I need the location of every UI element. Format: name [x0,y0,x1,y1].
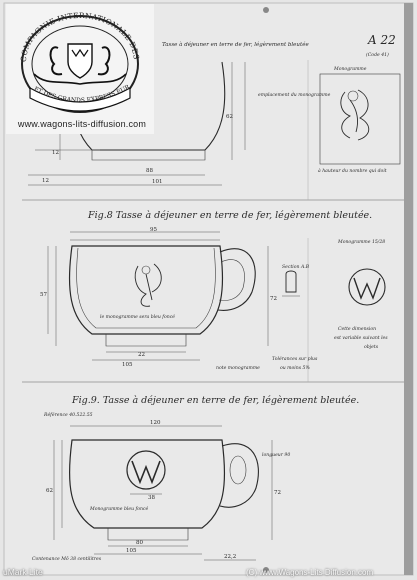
fig7-monogram-label: Monogramme [333,66,367,72]
dim-fig9-handle: 72 [274,490,281,496]
fig7-title: Tasse à déjeuner en terre de fer, légère… [162,41,309,48]
dim-fig9-monogram: 38 [148,495,155,501]
dim-fig7-height: 62 [226,114,233,120]
punch-hole [263,7,269,13]
fig8-note-dim1: Cette dimension [338,326,376,332]
logo-panel: COMPAGNIE INTERNATIONALE DES WAGONS-LITS… [2,0,154,134]
fig8-note-monogram: le monogramme sera bleu foncé [100,313,175,320]
dim-12: 12 [52,150,59,156]
site-label[interactable]: www.wagons-lits-diffusion.com [17,119,147,129]
dim-fig9-height: 62 [46,488,53,494]
dim-fig8-top: 95 [150,227,157,233]
fig9-ref: Référence 40.522.55 [43,411,93,418]
dim-13: 12 [42,178,49,184]
section-ab-profile [282,270,300,297]
dim-fig8-height: 57 [40,292,47,298]
fig8-note-bottom3: ou moins 5% [280,365,310,371]
lion-icon [49,46,111,76]
fig8-title: Fig.8 Tasse à déjeuner en terre de fer, … [87,210,372,221]
fig8-section-label: Section A.B [282,264,310,270]
dim-105: 105 [122,362,133,368]
fig7-note: emplacement du monogramme [258,92,331,98]
ribbon-icon [29,86,131,112]
page-ref: A 22 [367,33,396,47]
fig8-note-bottom2: Tolérances sur plus [272,355,318,362]
laurel-icon [33,73,127,85]
fig9-cup [53,425,273,561]
fig8-note-bottom1: note monogramme [216,365,260,371]
wagons-lits-logo: COMPAGNIE INTERNATIONALE DES WAGONS-LITS… [2,0,141,113]
fig7-monogram [319,73,401,165]
fig8-note-dim2: est variable suivant les [334,335,388,341]
dim-fig7-base: 88 [146,168,153,174]
dim-fig9-base: 80 [136,540,143,546]
fig9-title: Fig.9. Tasse à déjeuner en terre de fer,… [71,395,359,406]
fig7-note2: à hauteur du nombre qui doit [318,167,387,174]
sheet-edge [404,3,413,575]
fig9-note-right: longueur 90 [262,452,290,458]
dim-fig8-handle: 72 [270,296,277,302]
fig8-cup [47,231,269,361]
watermark-left: uMark Lite [3,567,43,577]
fig8-cup-monogram [134,263,162,307]
dim-fig8-base: 22 [138,352,145,358]
watermark-right: (C) www.Wagons-Lits Diffusion.com [246,568,374,577]
fig9-note-contenance: Contenance Mô 38 centilitres [32,555,102,562]
page-sub: (Code 41) [366,51,389,58]
punch-hole [263,567,269,573]
dim-fig9-right: 22,2 [224,554,236,560]
dim-101: 101 [152,179,163,185]
fig8-w-monogram [348,268,386,306]
fig9-w-monogram [126,450,166,495]
fig9-note-monogram: Monogramme bleu foncé [89,505,149,512]
dim-fig9-top: 120 [150,420,161,426]
fig8-monogram-label: Monogramme 15/28 [337,239,385,245]
fig8-note-dim3: objets [364,344,379,350]
dim-fig9-base2: 105 [126,548,137,554]
